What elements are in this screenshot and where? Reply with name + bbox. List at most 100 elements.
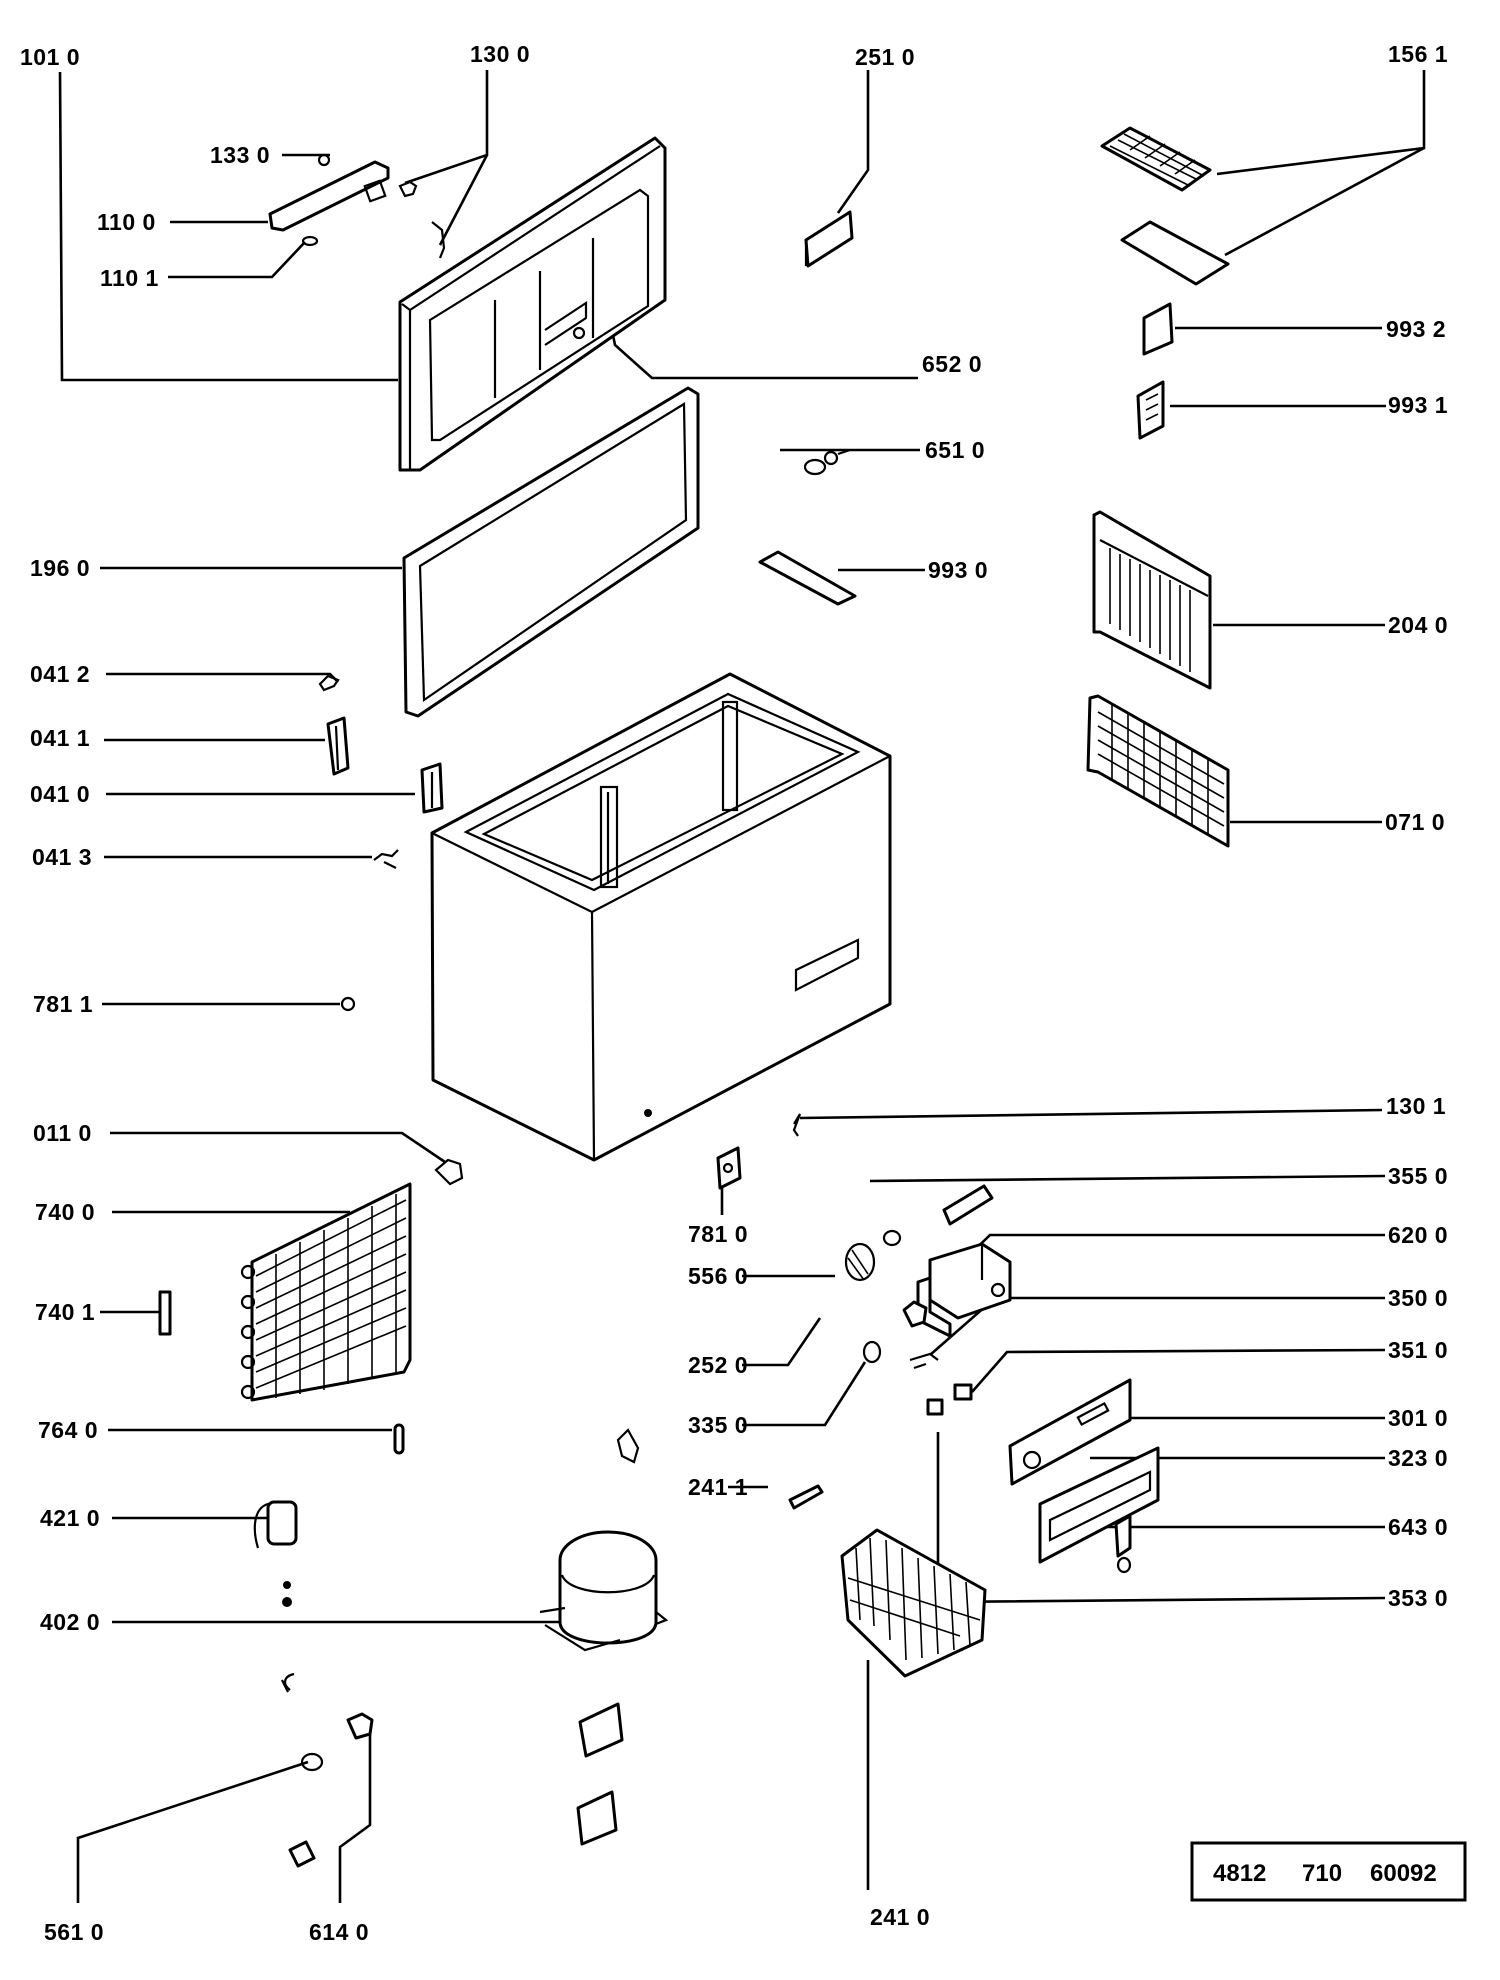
ice-tray-drawing	[1100, 126, 1230, 286]
light-switch-drawing	[942, 1184, 994, 1226]
label-condenser: 740 0	[35, 1199, 95, 1225]
label-switch-bar: 993 0	[928, 557, 988, 583]
reference-code: 4812 710 60092	[1213, 1860, 1437, 1887]
leader-lid	[58, 71, 398, 382]
leader-hinge-clip-upper	[106, 672, 339, 683]
label-hinge-clip-lower: 041 3	[32, 844, 92, 870]
label-handle-cap: 133 0	[210, 142, 270, 168]
capacitor-drawing	[253, 1500, 298, 1549]
label-foot: 011 0	[33, 1120, 92, 1146]
label-lamp-lens: 351 0	[1388, 1337, 1448, 1363]
label-hinge-clip-upper: 041 2	[30, 661, 90, 687]
label-light-switch: 355 0	[1388, 1163, 1448, 1189]
leader-handle-plug	[168, 241, 306, 279]
label-relay: 614 0	[309, 1919, 369, 1945]
indicator-lamp-drawing	[909, 1352, 939, 1370]
basket-handle-drawing	[788, 1484, 824, 1510]
label-compressor: 402 0	[40, 1609, 100, 1635]
knob-drawing	[862, 1340, 882, 1364]
reference-code-part-2: 710	[1302, 1860, 1342, 1887]
label-divider: 204 0	[1388, 612, 1448, 638]
label-lid: 101 0	[20, 44, 80, 70]
label-ice-tray: 156 1	[1388, 41, 1448, 67]
label-knob: 335 0	[688, 1412, 748, 1438]
hinge-screw-lower-drawing	[792, 1113, 802, 1137]
drain-plug-drawing	[340, 996, 356, 1012]
label-indicator-lamp: 350 0	[1388, 1285, 1448, 1311]
grille-panel-drawing	[1086, 694, 1230, 848]
condenser-drawing	[240, 1182, 412, 1402]
thermostat-drawing	[902, 1300, 928, 1328]
lamp-lens-drawing	[953, 1383, 973, 1401]
thermostat-coil-drawing	[844, 1229, 902, 1282]
label-temp-indicator: 993 1	[1388, 392, 1448, 418]
label-lamp-cover: 251 0	[855, 44, 915, 70]
label-basket: 241 0	[870, 1904, 930, 1930]
lid-drawing	[398, 136, 667, 472]
label-hinge-cover: 041 1	[30, 725, 90, 751]
handle-drawing	[268, 153, 390, 232]
condenser-clip-drawing	[158, 1290, 172, 1336]
divider-panel-drawing	[1092, 510, 1212, 690]
leader-lamp-lens	[971, 1348, 1386, 1393]
switch-button-drawing	[1114, 1514, 1132, 1574]
hinge-clip-upper-drawing	[318, 674, 340, 692]
label-plate-drawing	[1142, 302, 1174, 356]
reference-box	[1190, 1841, 1467, 1902]
part-labels: 101 0 130 0 133 0 110 0 110 1 251 0 156 …	[20, 41, 1448, 1945]
leader-hinge-screw-lower	[799, 1108, 1383, 1120]
label-handle-plug: 110 1	[100, 265, 159, 291]
compressor-bracket-drawing	[616, 1428, 640, 1464]
label-thermostat: 620 0	[1388, 1222, 1448, 1248]
label-basket-handle: 241 1	[688, 1474, 748, 1500]
grommet-dot-icon	[283, 1581, 291, 1589]
relay-drawing	[346, 1712, 374, 1740]
label-hinge-screw-lower: 130 1	[1386, 1093, 1446, 1119]
leader-lid-lamp	[610, 329, 918, 380]
leader-ice-tray	[1216, 70, 1426, 176]
control-panel-drawing	[1008, 1378, 1132, 1486]
label-drain-bracket: 781 0	[688, 1221, 748, 1247]
label-hinge: 041 0	[30, 781, 90, 807]
grommet-dot-icon	[282, 1597, 292, 1607]
drain-bracket-drawing	[716, 1146, 742, 1190]
label-gasket: 196 0	[30, 555, 90, 581]
temp-indicator-drawing	[1136, 380, 1165, 440]
panel-overlay-drawing	[1038, 1446, 1160, 1564]
label-panel-overlay: 323 0	[1388, 1445, 1448, 1471]
switch-bar-drawing	[758, 550, 857, 606]
reference-code-part-3: 60092	[1370, 1860, 1437, 1887]
label-signal-lamp: 353 0	[1388, 1585, 1448, 1611]
label-drier: 764 0	[38, 1417, 98, 1443]
label-handle: 110 0	[97, 209, 156, 235]
control-housing-drawing	[916, 1242, 1012, 1338]
label-control-housing: 252 0	[688, 1352, 748, 1378]
label-grommet: 561 0	[44, 1919, 104, 1945]
leader-indicator-lamp	[929, 1296, 1385, 1356]
leader-ice-tray-cover	[1224, 146, 1425, 257]
grommet-drawing	[300, 1752, 324, 1772]
label-lamp-holder: 651 0	[925, 437, 985, 463]
compressor-drawing	[539, 1530, 669, 1652]
foot-drawing	[434, 1158, 464, 1186]
gasket-drawing	[402, 386, 700, 718]
terminal-box-drawing	[576, 1702, 624, 1846]
leader-foot	[110, 1131, 446, 1164]
leader-knob	[742, 1361, 867, 1427]
label-hinge-screws: 130 0	[470, 41, 530, 67]
label-switch-button: 643 0	[1388, 1514, 1448, 1540]
hinge-screws-drawing	[398, 180, 446, 259]
label-condenser-clip: 740 1	[35, 1299, 95, 1325]
clip-drawing	[281, 1672, 295, 1693]
hinge-drawing	[420, 762, 444, 814]
label-thermostat-coil: 556 0	[688, 1263, 748, 1289]
drier-drawing	[393, 1423, 405, 1455]
leader-hinge-screws-b	[438, 154, 489, 246]
label-lid-lamp: 652 0	[922, 351, 982, 377]
basket-drawing	[840, 1528, 987, 1678]
label-label-plate: 993 2	[1386, 316, 1446, 342]
label-grille: 071 0	[1385, 809, 1445, 835]
reference-code-part-1: 4812	[1213, 1860, 1266, 1887]
label-drain-plug: 781 1	[33, 991, 93, 1017]
